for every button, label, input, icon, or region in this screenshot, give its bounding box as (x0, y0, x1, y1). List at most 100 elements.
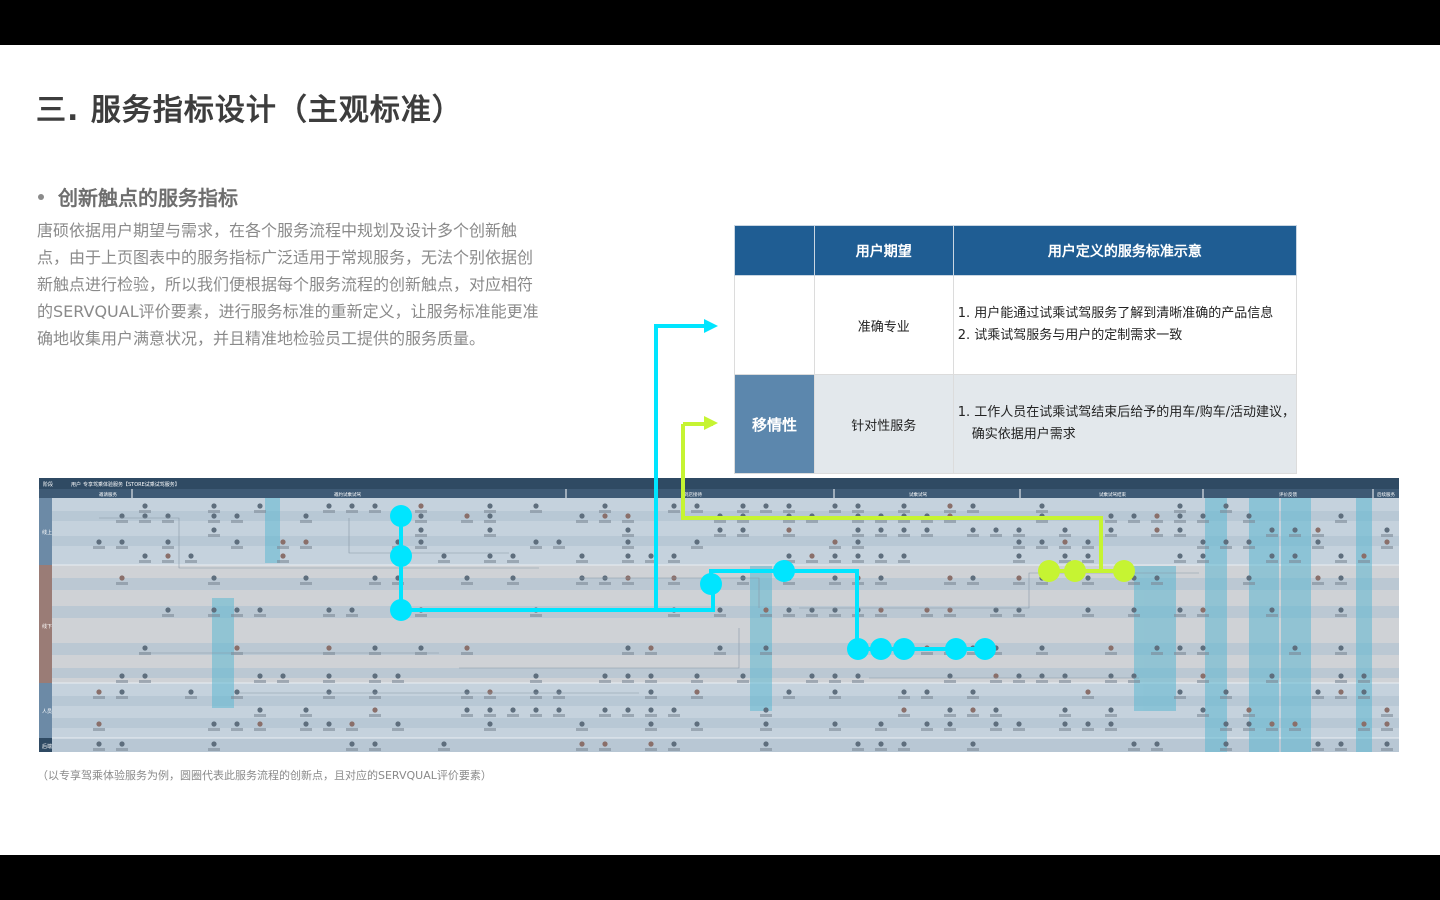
blueprint-node-label (1059, 560, 1071, 563)
blueprint-node-label (760, 652, 772, 655)
blueprint-node-label (254, 728, 266, 731)
paragraph-line: 确地收集用户满意状况，并且精准地检验员工提供的服务质量。 (37, 329, 486, 348)
blueprint-node-label (208, 520, 220, 523)
blueprint-node-label (737, 520, 749, 523)
blueprint-node-label (645, 714, 657, 717)
blueprint-node-label (530, 680, 542, 683)
blueprint-node-label (622, 652, 634, 655)
blueprint-node (372, 673, 378, 679)
blueprint-node-label (852, 510, 864, 513)
blueprint-node-label (323, 696, 335, 699)
blueprint-node (1039, 503, 1045, 509)
blueprint-node-label (484, 520, 496, 523)
blueprint-node-label (829, 546, 841, 549)
stage-label: 试乘试驾 (909, 491, 927, 498)
blueprint-node (1246, 539, 1252, 545)
blueprint-node (579, 721, 585, 727)
blueprint-node-label (1197, 680, 1209, 683)
blueprint-node-label (599, 582, 611, 585)
blueprint-node (1200, 673, 1206, 679)
blueprint-node-label (461, 582, 473, 585)
blueprint-node-label (737, 680, 749, 683)
blueprint-node-label (1312, 748, 1324, 751)
blueprint-node-label (668, 560, 680, 563)
blueprint-node (1200, 513, 1206, 519)
blueprint-node (694, 721, 700, 727)
blueprint-node (1315, 575, 1321, 581)
blueprint-node-label (369, 510, 381, 513)
blueprint-node-label (691, 680, 703, 683)
blueprint-node (786, 503, 792, 509)
blueprint-node-label (1128, 520, 1140, 523)
blueprint-node (211, 721, 217, 727)
reliability-arrow-icon (704, 319, 718, 333)
blueprint-node (372, 575, 378, 581)
table-header-row: 用户期望 用户定义的服务标准示意 (734, 225, 1298, 276)
blueprint-node (96, 741, 102, 747)
blueprint-node-label (1312, 534, 1324, 537)
blueprint-node (142, 553, 148, 559)
blueprint-node-label (1289, 652, 1301, 655)
blueprint-node (1223, 503, 1229, 509)
blueprint-node (648, 645, 654, 651)
blueprint-node-label (714, 520, 726, 523)
blueprint-node-label (461, 652, 473, 655)
blueprint-node (349, 503, 355, 509)
blueprint-node (1154, 513, 1160, 519)
blueprint-node (1246, 575, 1252, 581)
blueprint-node-label (346, 510, 358, 513)
expectation-cell: 准确专业 (813, 275, 954, 375)
blueprint-node-label (1243, 714, 1255, 717)
blueprint-node-label (415, 510, 427, 513)
blueprint-node-label (760, 614, 772, 617)
blueprint-node (947, 503, 953, 509)
blueprint-node (142, 673, 148, 679)
blueprint-node-label (1151, 652, 1163, 655)
blueprint-node-label (1243, 728, 1255, 731)
blueprint-node (1016, 527, 1022, 533)
blueprint-node (901, 707, 907, 713)
blueprint-node (487, 721, 493, 727)
blueprint-node (211, 741, 217, 747)
blueprint-node (303, 575, 309, 581)
blueprint-node-label (1381, 714, 1393, 717)
blueprint-node-label (300, 714, 312, 717)
blueprint-node (1108, 721, 1114, 727)
blueprint-node-label (1312, 546, 1324, 549)
standard-line: 2. 试乘试驾服务与用户的定制需求一致 (957, 328, 1183, 343)
blueprint-node-label (829, 680, 841, 683)
blueprint-node-label (1174, 696, 1186, 699)
blueprint-node-label (1197, 714, 1209, 717)
blueprint-node-label (1197, 560, 1209, 563)
blueprint-node (786, 607, 792, 613)
blueprint-node-label (990, 652, 1002, 655)
blueprint-node (211, 607, 217, 613)
blueprint-node (694, 503, 700, 509)
blueprint-node (1384, 741, 1390, 747)
blueprint-node-label (162, 614, 174, 617)
blueprint-node-label (116, 696, 128, 699)
blueprint-node (556, 707, 562, 713)
blueprint-node (188, 689, 194, 695)
blueprint-node-label (760, 748, 772, 751)
blueprint-node (257, 503, 263, 509)
blueprint-node-label (1036, 520, 1048, 523)
blueprint-node (1177, 527, 1183, 533)
blueprint-node-label (898, 696, 910, 699)
blueprint-node-label (1381, 748, 1393, 751)
blueprint-node (510, 575, 516, 581)
blueprint-node-label (1174, 614, 1186, 617)
blueprint-node-label (921, 652, 933, 655)
blueprint-node (1200, 707, 1206, 713)
blueprint-node (855, 575, 861, 581)
blueprint-node-label (300, 728, 312, 731)
blueprint-node (533, 673, 539, 679)
blueprint-node (1384, 527, 1390, 533)
blueprint-node (855, 553, 861, 559)
blueprint-node (855, 741, 861, 747)
blueprint-node-label (944, 652, 956, 655)
blueprint-node (832, 673, 838, 679)
blueprint-node (1246, 721, 1252, 727)
blueprint-node (878, 741, 884, 747)
blueprint-node-label (1312, 582, 1324, 585)
